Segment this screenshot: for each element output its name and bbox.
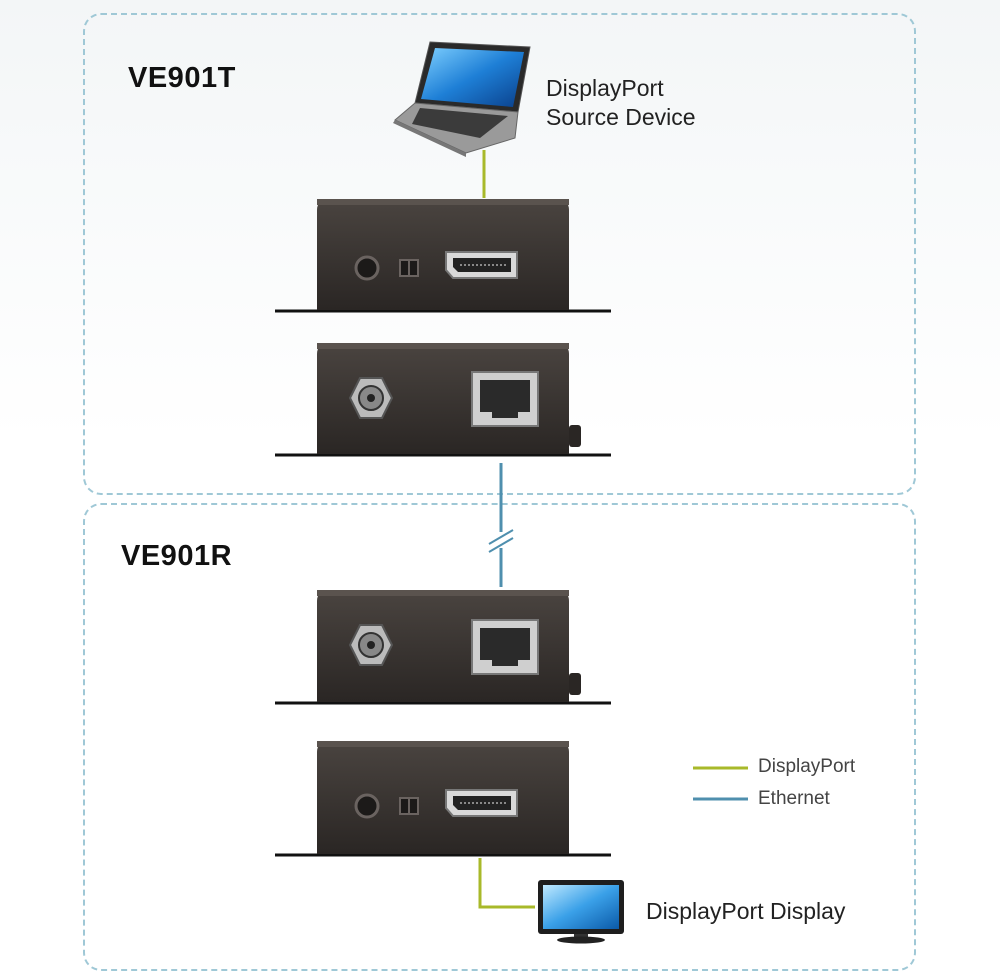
transmitter-back-panel xyxy=(275,343,611,457)
receiver-front-panel xyxy=(275,741,611,857)
rx-displayport-output-icon xyxy=(445,789,518,817)
rx-power-jack-icon xyxy=(348,624,394,666)
laptop-icon xyxy=(393,41,531,157)
tx-rj45-port-icon xyxy=(471,371,539,427)
source-device-line2: Source Device xyxy=(546,104,696,130)
legend-ethernet-label: Ethernet xyxy=(758,788,830,809)
source-device-line1: DisplayPort xyxy=(546,75,664,101)
ethernet-break-mark-1 xyxy=(488,529,514,545)
rx-rj45-port-icon xyxy=(471,619,539,675)
receiver-back-panel xyxy=(275,590,611,705)
monitor-icon xyxy=(538,880,624,944)
legend-displayport-label: DisplayPort xyxy=(758,756,856,777)
receiver-title: VE901R xyxy=(121,540,233,572)
tx-displayport-input-icon xyxy=(445,251,518,279)
display-device-label: DisplayPort Display xyxy=(646,898,846,924)
tx-power-jack-icon xyxy=(348,377,394,419)
rx-audio-jack-icon xyxy=(354,793,380,819)
source-device-label: DisplayPort Source Device xyxy=(546,74,696,132)
display-displayport-cable xyxy=(478,858,535,909)
transmitter-title: VE901T xyxy=(128,62,236,94)
ethernet-break-mark-2 xyxy=(488,537,514,553)
tx-audio-jack-icon xyxy=(354,255,380,281)
transmitter-front-panel xyxy=(275,199,611,313)
